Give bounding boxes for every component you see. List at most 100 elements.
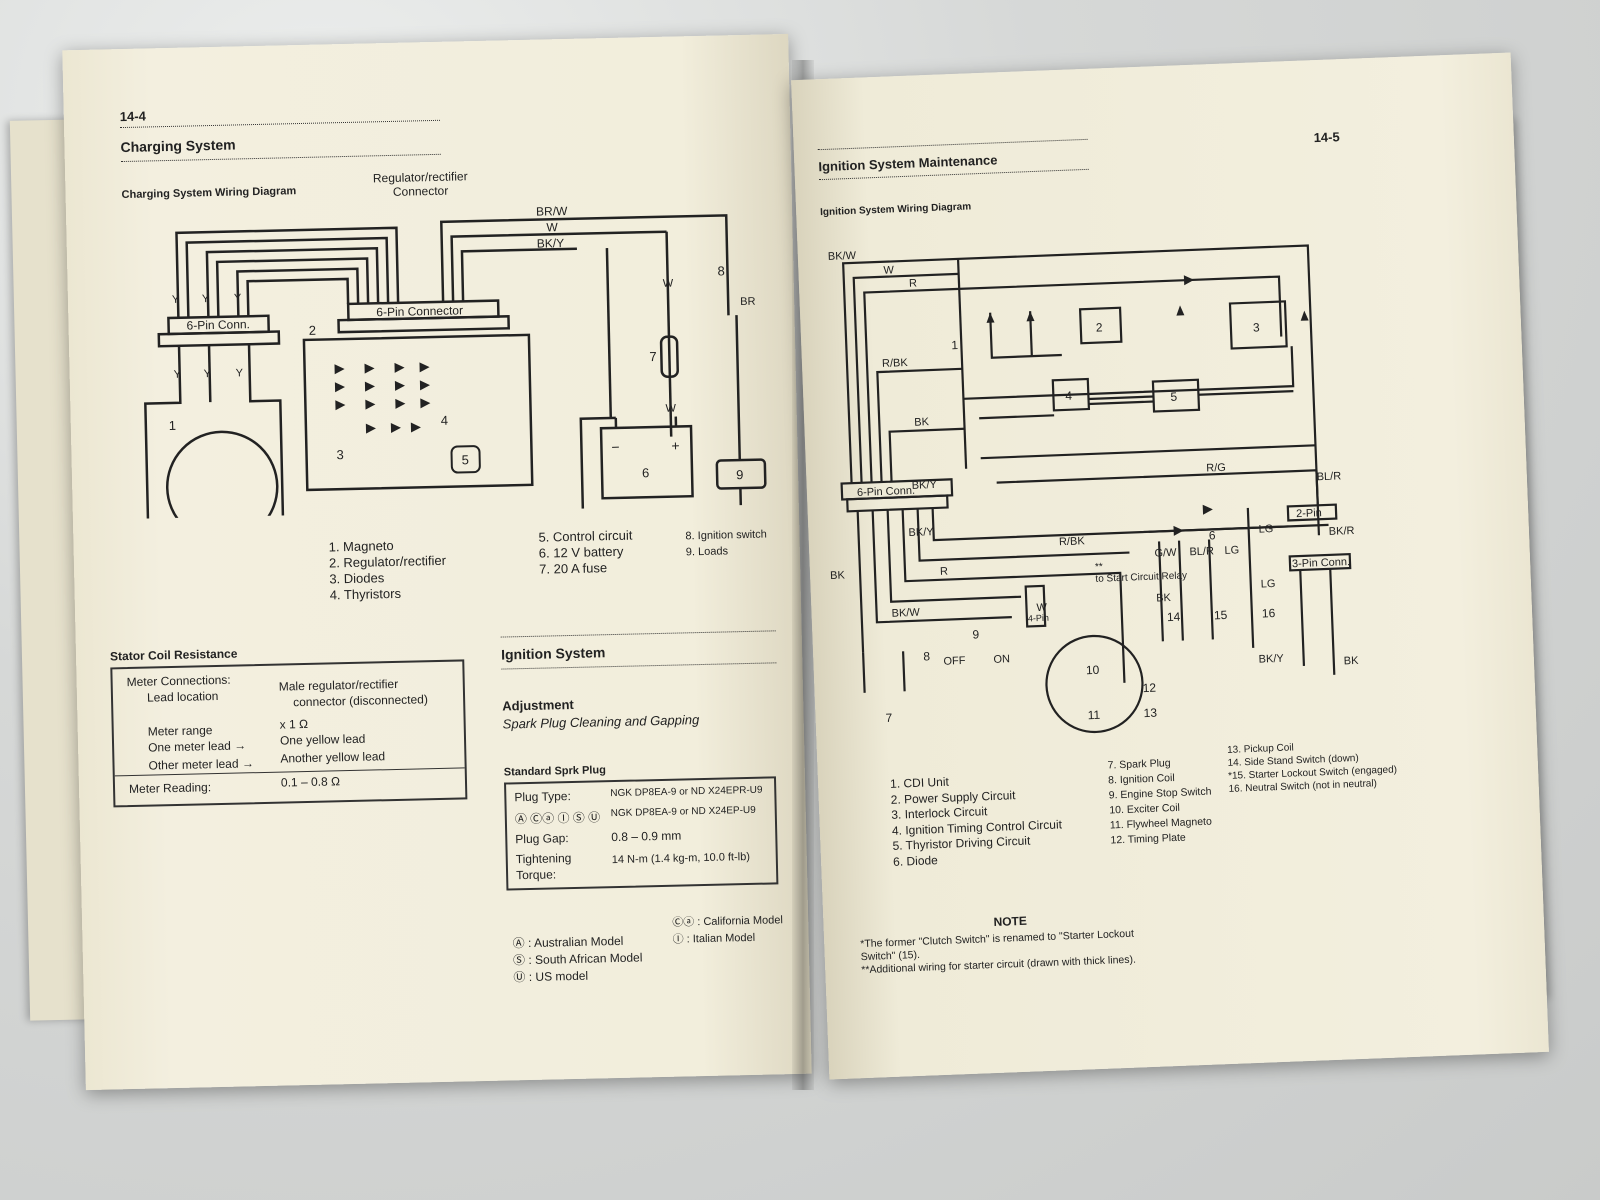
divider (817, 138, 1088, 151)
battery-plus: + (671, 437, 680, 453)
plug-value: 14 N-m (1.4 kg-m, 10.0 ft-lb) (611, 850, 751, 867)
wire-label: BR (740, 296, 756, 308)
callout-number: 2 (1096, 320, 1104, 334)
callout-number: 4 (441, 413, 449, 428)
stator-label: Meter Reading: (128, 780, 212, 797)
callout-number: 11 (1087, 708, 1100, 722)
wire-label: LG (1224, 544, 1239, 557)
six-pin-conn-label: 6-Pin Conn. (186, 317, 250, 332)
wire-label: BK/W (828, 250, 857, 263)
plug-table: Plug Type: NGK DP8EA-9 or ND X24EPR-U9 Ⓐ… (504, 776, 779, 891)
adjustment-title: Adjustment (502, 696, 574, 714)
charging-legend-col2: 5. Control circuit 6. 12 V battery 7. 20… (538, 527, 633, 577)
magneto-circle (165, 430, 279, 520)
callout-number: 9 (736, 467, 744, 482)
stator-label: Lead location (146, 688, 219, 705)
divider (120, 119, 440, 129)
wire-label: BR/W (536, 204, 568, 219)
callout-number: 3 (336, 447, 344, 462)
left-section-title: Charging System (120, 136, 236, 156)
right-page-number: 14-5 (1313, 129, 1340, 146)
wire-label: R/BK (882, 357, 909, 370)
ignition-wiring-diagram: BK/W W R R/BK BK R/G BL/R BK/Y BK R/BK R… (828, 244, 1359, 734)
callout-number: 6 (1209, 528, 1217, 542)
models-legend-col2: Ⓒⓐ : California Model Ⓘ : Italian Model (672, 914, 784, 946)
start-relay-note: to Start Circuit Relay (1095, 570, 1187, 585)
stator-value: One yellow lead (279, 731, 366, 748)
callout-number: 6 (642, 465, 650, 480)
callout-number: 10 (1086, 663, 1100, 678)
callout-number: 1 (169, 418, 177, 433)
plug-label: Plug Gap: (515, 831, 569, 847)
wire-label: Y (236, 367, 244, 379)
callout-number: 13 (1143, 706, 1157, 721)
callout-number: 16 (1262, 606, 1276, 621)
plug-value: NGK DP8EA-9 or ND X24EP-U9 (610, 804, 756, 820)
wire-label: W (546, 220, 558, 234)
wire-label: Y (234, 292, 242, 304)
wire-label: Y (174, 369, 182, 381)
stator-label: Meter range (147, 723, 213, 739)
wire-label: R/G (1206, 462, 1226, 475)
wire-label: LG (1258, 523, 1273, 536)
ignition-legend-col2: 7. Spark Plug 8. Ignition Coil 9. Engine… (1107, 757, 1213, 847)
callout-number: 9 (972, 627, 980, 641)
wire-label: BK (830, 569, 846, 582)
ignition-legend-col1: 1. CDI Unit 2. Power Supply Circuit 3. I… (889, 774, 1063, 869)
stator-value: connector (disconnected) (292, 692, 429, 710)
callout-number: 8 (923, 649, 931, 663)
wire-label: BK/W (891, 607, 920, 620)
adjustment-subtitle: Spark Plug Cleaning and Gapping (502, 712, 700, 732)
wire-label: BK/Y (908, 526, 934, 539)
wire-label: W (1036, 602, 1047, 614)
start-relay-stars: ** (1095, 562, 1103, 573)
plug-label: Plug Type: (514, 789, 571, 805)
stator-value: 0.1 – 0.8 Ω (280, 774, 341, 790)
charging-legend-col1: 1. Magneto 2. Regulator/rectifier 3. Dio… (328, 537, 447, 603)
wire-label: Y (202, 293, 210, 305)
stator-label: Meter Connections: (126, 672, 231, 690)
stator-label: Other meter lead → (148, 756, 255, 773)
left-page-number: 14-4 (119, 108, 147, 125)
stator-table: Meter Connections: Lead location Male re… (110, 659, 468, 808)
wire-label: W (665, 403, 676, 415)
charging-legend-col3: 8. Ignition switch 9. Loads (685, 528, 767, 559)
wire-label: R (940, 566, 948, 578)
wire-label: BL/R (1189, 545, 1214, 558)
three-pin-label: 3-Pin Conn. (1292, 556, 1351, 570)
stator-value: Male regulator/rectifier (278, 676, 399, 694)
battery-minus: − (611, 439, 620, 455)
callout-number: 12 (1142, 681, 1156, 696)
wire-label: BK (1156, 592, 1172, 605)
plug-label: Ⓐ Ⓒⓐ Ⓘ Ⓢ Ⓤ (514, 810, 601, 827)
wire-label: BL/R (1316, 470, 1341, 483)
wire-label: BK (914, 416, 930, 429)
callout-number: 5 (462, 452, 470, 467)
stator-value: Another yellow lead (280, 749, 386, 766)
two-pin-label: 2-Pin (1296, 507, 1322, 520)
callout-number: 5 (1170, 390, 1178, 404)
wire-label: R/BK (1059, 535, 1086, 548)
callout-number: 14 (1167, 610, 1181, 625)
divider (120, 153, 441, 163)
callout-number: 7 (885, 711, 893, 725)
note-text: *The former "Clutch Switch" is renamed t… (860, 927, 1137, 977)
ignition-diagram-title: Ignition System Wiring Diagram (819, 201, 972, 219)
callout-number: 4 (1065, 389, 1073, 403)
ignition-legend-col3: 13. Pickup Coil 14. Side Stand Switch (d… (1226, 742, 1398, 795)
plug-label: Torque: (515, 867, 557, 883)
divider (500, 630, 776, 638)
callout-number: 3 (1253, 320, 1261, 334)
wire-label: BK/Y (1258, 653, 1284, 666)
wire-label: Y (172, 294, 180, 306)
wire-label: BK/Y (912, 479, 938, 492)
callout-number: 15 (1214, 608, 1228, 623)
plug-value: NGK DP8EA-9 or ND X24EPR-U9 (610, 784, 763, 800)
stator-label: One meter lead → (147, 738, 247, 755)
callout-number: 8 (717, 263, 725, 278)
plug-value: 0.8 – 0.9 mm (611, 828, 682, 845)
stator-value: x 1 Ω (279, 716, 309, 732)
wire-label: LG (1261, 578, 1276, 591)
wire-label: BK/R (1329, 525, 1355, 538)
ignition-section-title: Ignition System (500, 644, 606, 663)
